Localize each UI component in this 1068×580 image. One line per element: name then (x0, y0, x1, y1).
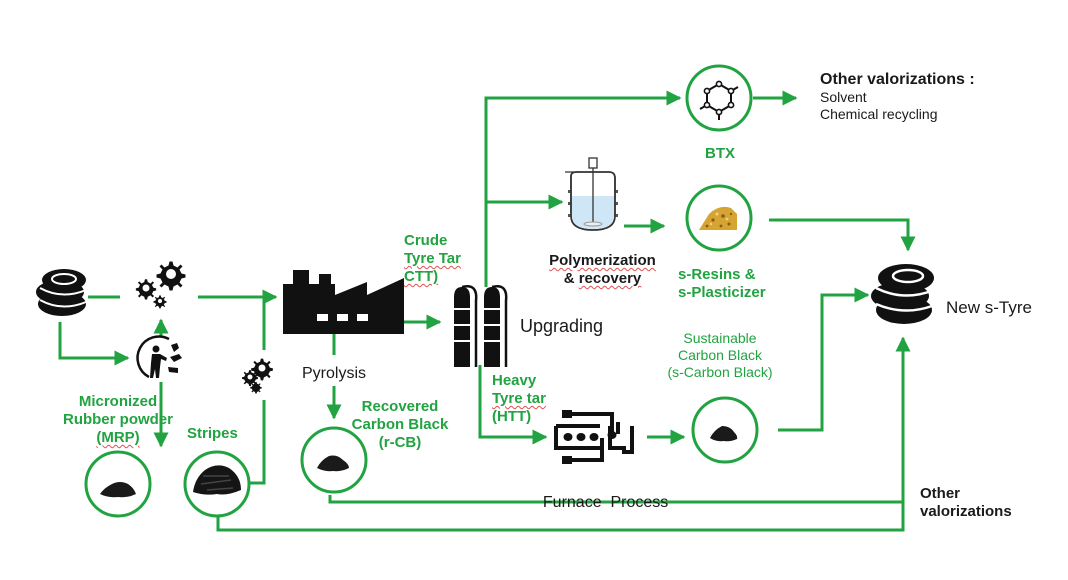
upgrading-label: Upgrading (520, 316, 604, 336)
powder-pile-icon (100, 482, 136, 498)
htt-label: Heavy Tyre tar (HTT) (492, 372, 546, 425)
other-valorizations-top: Other valorizations : Solvent Chemical r… (820, 71, 975, 122)
polymerization-label: Polymerization & recovery (549, 252, 656, 287)
powder-pile-icon (710, 426, 738, 442)
new-tyre-label: New s-Tyre (946, 298, 1032, 317)
distillation-columns-icon (454, 285, 508, 367)
gears-icon (242, 358, 273, 394)
flow-scb-to-new-tyre (778, 287, 870, 432)
btx-label: BTX (705, 145, 735, 162)
furnace-label: Furnace Process (542, 494, 669, 512)
flow-resins-to-new-tyre (769, 218, 916, 252)
mrp-label: Micronized Rubber powder (MRP) (62, 393, 173, 446)
rubber-stripes-icon (193, 465, 241, 495)
flow-stripes-to-other (216, 336, 911, 532)
flow-upgrading-to-furnace (478, 365, 548, 445)
tyre-stack-icon (36, 269, 87, 316)
gears-icon (135, 261, 186, 309)
flow-rcb-to-new-tyre (328, 495, 903, 504)
flow-upgrading-trunk (484, 90, 682, 287)
factory-icon (283, 270, 404, 334)
scb-label: Sustainable Carbon Black (s-Carbon Black… (667, 330, 773, 380)
flow-lines (58, 90, 916, 532)
rcb-label: Recovered Carbon Black (r-CB) (351, 398, 449, 451)
stripes-label: Stripes (187, 425, 238, 442)
powder-pile-icon (317, 455, 349, 472)
flow-tyres-to-recycling (58, 322, 130, 366)
polymerization-label-word: recovery (578, 270, 642, 287)
other-valorizations-bottom: Other valorizations (920, 485, 1012, 520)
ctt-label: Crude Tyre Tar CTT) (404, 232, 461, 285)
recycling-person-icon (136, 335, 182, 379)
pyrolysis-label: Pyrolysis (302, 365, 367, 382)
tyre-stack-icon (871, 264, 935, 324)
flow-stripes-to-pyrolysis (248, 400, 266, 485)
furnace-icon (554, 410, 634, 464)
resin-pile-icon (699, 206, 737, 230)
benzene-ring-icon (699, 80, 739, 120)
resins-label: s-Resins & s-Plasticizer (678, 266, 766, 301)
btx-circle (685, 64, 753, 132)
reactor-vessel-icon (565, 157, 618, 231)
